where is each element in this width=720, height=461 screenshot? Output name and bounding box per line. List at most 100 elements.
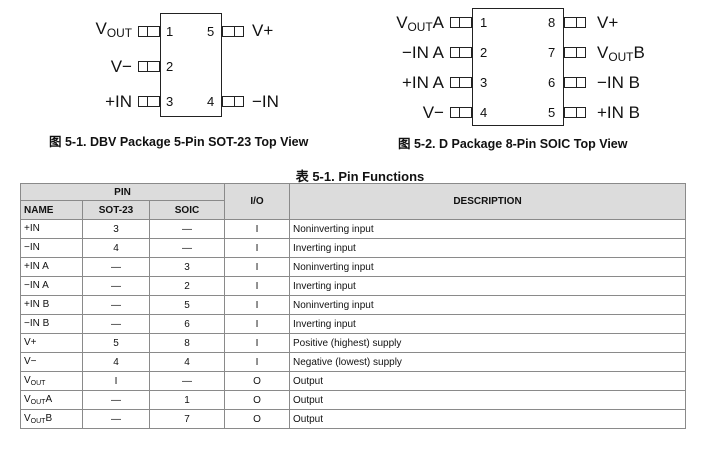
soic-pin-4-lead: [450, 107, 472, 118]
table-header-row: PIN I/O DESCRIPTION: [20, 183, 686, 220]
cell-sot23: —: [82, 390, 150, 410]
cell-pin-name: VOUTA: [20, 390, 83, 410]
soic-pin-6-lead: [564, 77, 586, 88]
cell-pin-name: +IN A: [20, 257, 83, 277]
dbv-pin-2-lead: [138, 61, 160, 72]
cell-sot23: —: [82, 276, 150, 296]
dbv-pin-5-lead: [222, 26, 244, 37]
soic-pin-5-lead: [564, 107, 586, 118]
cell-sot23: 3: [82, 219, 150, 239]
header-io: I/O: [224, 183, 290, 220]
dbv-pin-4-number: 4: [207, 94, 215, 109]
cell-pin-name: VOUTB: [20, 409, 83, 429]
soic-pin-4-number: 4: [480, 105, 488, 120]
soic-pin-7-lead: [564, 47, 586, 58]
dbv-pin-5-label: V+: [252, 21, 274, 40]
header-description: DESCRIPTION: [289, 183, 686, 220]
soic-pin-4-label: V−: [422, 103, 444, 122]
cell-soic: 5: [149, 295, 225, 315]
soic-pin-1-lead: [450, 17, 472, 28]
cell-sot23: I: [82, 371, 150, 391]
header-soic: SOIC: [149, 200, 225, 220]
cell-io: O: [224, 371, 290, 391]
dbv-pin-1-lead: [138, 26, 160, 37]
cell-soic: —: [149, 238, 225, 258]
soic-pin-1-number: 1: [480, 15, 488, 30]
soic-pin-3-label: +IN A: [401, 73, 444, 92]
cell-io: I: [224, 333, 290, 353]
dbv-pin-3-lead: [138, 96, 160, 107]
dbv-pin-5-number: 5: [207, 24, 215, 39]
cell-description: Negative (lowest) supply: [289, 352, 686, 372]
cell-sot23: 4: [82, 238, 150, 258]
soic-pin-5-number: 5: [548, 105, 556, 120]
soic-figure-caption: 图 5-2. D Package 8-Pin SOIC Top View: [398, 137, 628, 151]
table-subheader-row: NAME SOT-23 SOIC: [20, 200, 686, 220]
cell-description: Inverting input: [289, 276, 686, 296]
dbv-pin-3-number: 3: [166, 94, 174, 109]
cell-io: I: [224, 238, 290, 258]
cell-io: I: [224, 352, 290, 372]
cell-pin-name: −IN A: [20, 276, 83, 296]
cell-soic: —: [149, 219, 225, 239]
soic-pin-8-lead: [564, 17, 586, 28]
cell-description: Inverting input: [289, 238, 686, 258]
dbv-pin-2-label: V−: [110, 57, 132, 76]
soic-package-body: [472, 8, 564, 126]
cell-pin-name: V+: [20, 333, 83, 353]
cell-pin-name: +IN B: [20, 295, 83, 315]
pin-functions-table: PIN I/O DESCRIPTION NAME SOT-23 SOIC +IN…: [20, 183, 686, 429]
dbv-pin-4-label: −IN: [252, 92, 279, 111]
soic-pin-8-label: V+: [597, 13, 619, 32]
dbv-figure-caption: 图 5-1. DBV Package 5-Pin SOT-23 Top View: [49, 135, 309, 149]
dbv-pin-1-number: 1: [166, 24, 174, 39]
cell-pin-name: VOUT: [20, 371, 83, 391]
soic-pin-6-number: 6: [548, 75, 556, 90]
soic-pin-3-lead: [450, 77, 472, 88]
cell-description: Noninverting input: [289, 219, 686, 239]
cell-description: Noninverting input: [289, 295, 686, 315]
dbv-pin-1-label: VOUT: [95, 19, 132, 40]
cell-io: O: [224, 390, 290, 410]
soic-pin-7-number: 7: [548, 45, 556, 60]
cell-pin-name: +IN: [20, 219, 83, 239]
cell-io: I: [224, 257, 290, 277]
dbv-pin-3-label: +IN: [105, 92, 132, 111]
cell-io: I: [224, 295, 290, 315]
cell-pin-name: −IN: [20, 238, 83, 258]
cell-description: Output: [289, 409, 686, 429]
soic-pin-2-lead: [450, 47, 472, 58]
cell-description: Output: [289, 390, 686, 410]
soic-pin-8-number: 8: [548, 15, 556, 30]
cell-soic: 1: [149, 390, 225, 410]
soic-pin-3-number: 3: [480, 75, 488, 90]
cell-io: O: [224, 409, 290, 429]
cell-soic: 4: [149, 352, 225, 372]
soic-pin-7-label: VOUTB: [597, 43, 645, 64]
cell-sot23: 4: [82, 352, 150, 372]
header-pin: PIN: [20, 183, 225, 201]
cell-description: Noninverting input: [289, 257, 686, 277]
cell-sot23: —: [82, 314, 150, 334]
cell-description: Positive (highest) supply: [289, 333, 686, 353]
cell-soic: 2: [149, 276, 225, 296]
cell-soic: 7: [149, 409, 225, 429]
cell-soic: 3: [149, 257, 225, 277]
soic-pin-6-label: −IN B: [597, 73, 640, 92]
dbv-package-body: [160, 13, 222, 117]
cell-sot23: —: [82, 257, 150, 277]
cell-description: Inverting input: [289, 314, 686, 334]
header-name: NAME: [20, 200, 83, 220]
cell-sot23: 5: [82, 333, 150, 353]
soic-pin-1-label: VOUTA: [396, 13, 444, 34]
